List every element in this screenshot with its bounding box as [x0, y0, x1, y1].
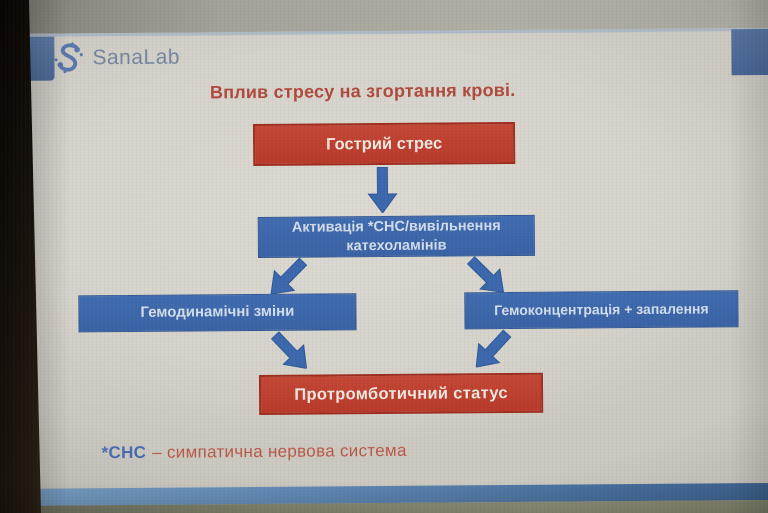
- flow-node-hemoconcentration-inflammation: Гемоконцентрація + запалення: [464, 290, 739, 330]
- arrow-down-left-icon: [465, 323, 518, 377]
- brand-name: SanaLab: [92, 45, 181, 69]
- slide-header-band-right: [731, 28, 768, 76]
- flow-node-sns-activation: Активація *СНС/вивільнення катехоламінів: [257, 214, 535, 258]
- flow-node-label: Активація *СНС/вивільнення катехоламінів: [291, 218, 501, 254]
- arrow-down-left-icon: [260, 251, 314, 305]
- slide-title: Вплив стресу на згортання крові.: [209, 79, 516, 103]
- footnote-term: *СНС: [101, 442, 147, 463]
- flow-node-acute-stress: Гострий стрес: [252, 121, 516, 167]
- arrow-down-right-icon: [264, 325, 317, 379]
- footnote-definition: – симпатична нервова система: [152, 440, 407, 462]
- molecule-s-icon: [54, 42, 83, 74]
- flow-node-label: Гострий стрес: [325, 134, 443, 154]
- flow-node-hemodynamic-changes: Гемодинамічні зміни: [78, 293, 357, 333]
- flow-node-label: Протромботичний статус: [294, 383, 508, 404]
- flow-node-prothrombotic-status: Протромботичний статус: [258, 372, 544, 415]
- flow-node-label: Гемоконцентрація + запалення: [494, 300, 709, 318]
- flow-node-label: Гемодинамічні зміни: [140, 302, 295, 322]
- sanalab-logo: SanaLab: [52, 41, 180, 75]
- arrow-down-icon: [367, 166, 398, 214]
- arrow-down-right-icon: [460, 249, 514, 303]
- footnote: *СНС– симпатична нервова система: [101, 441, 406, 463]
